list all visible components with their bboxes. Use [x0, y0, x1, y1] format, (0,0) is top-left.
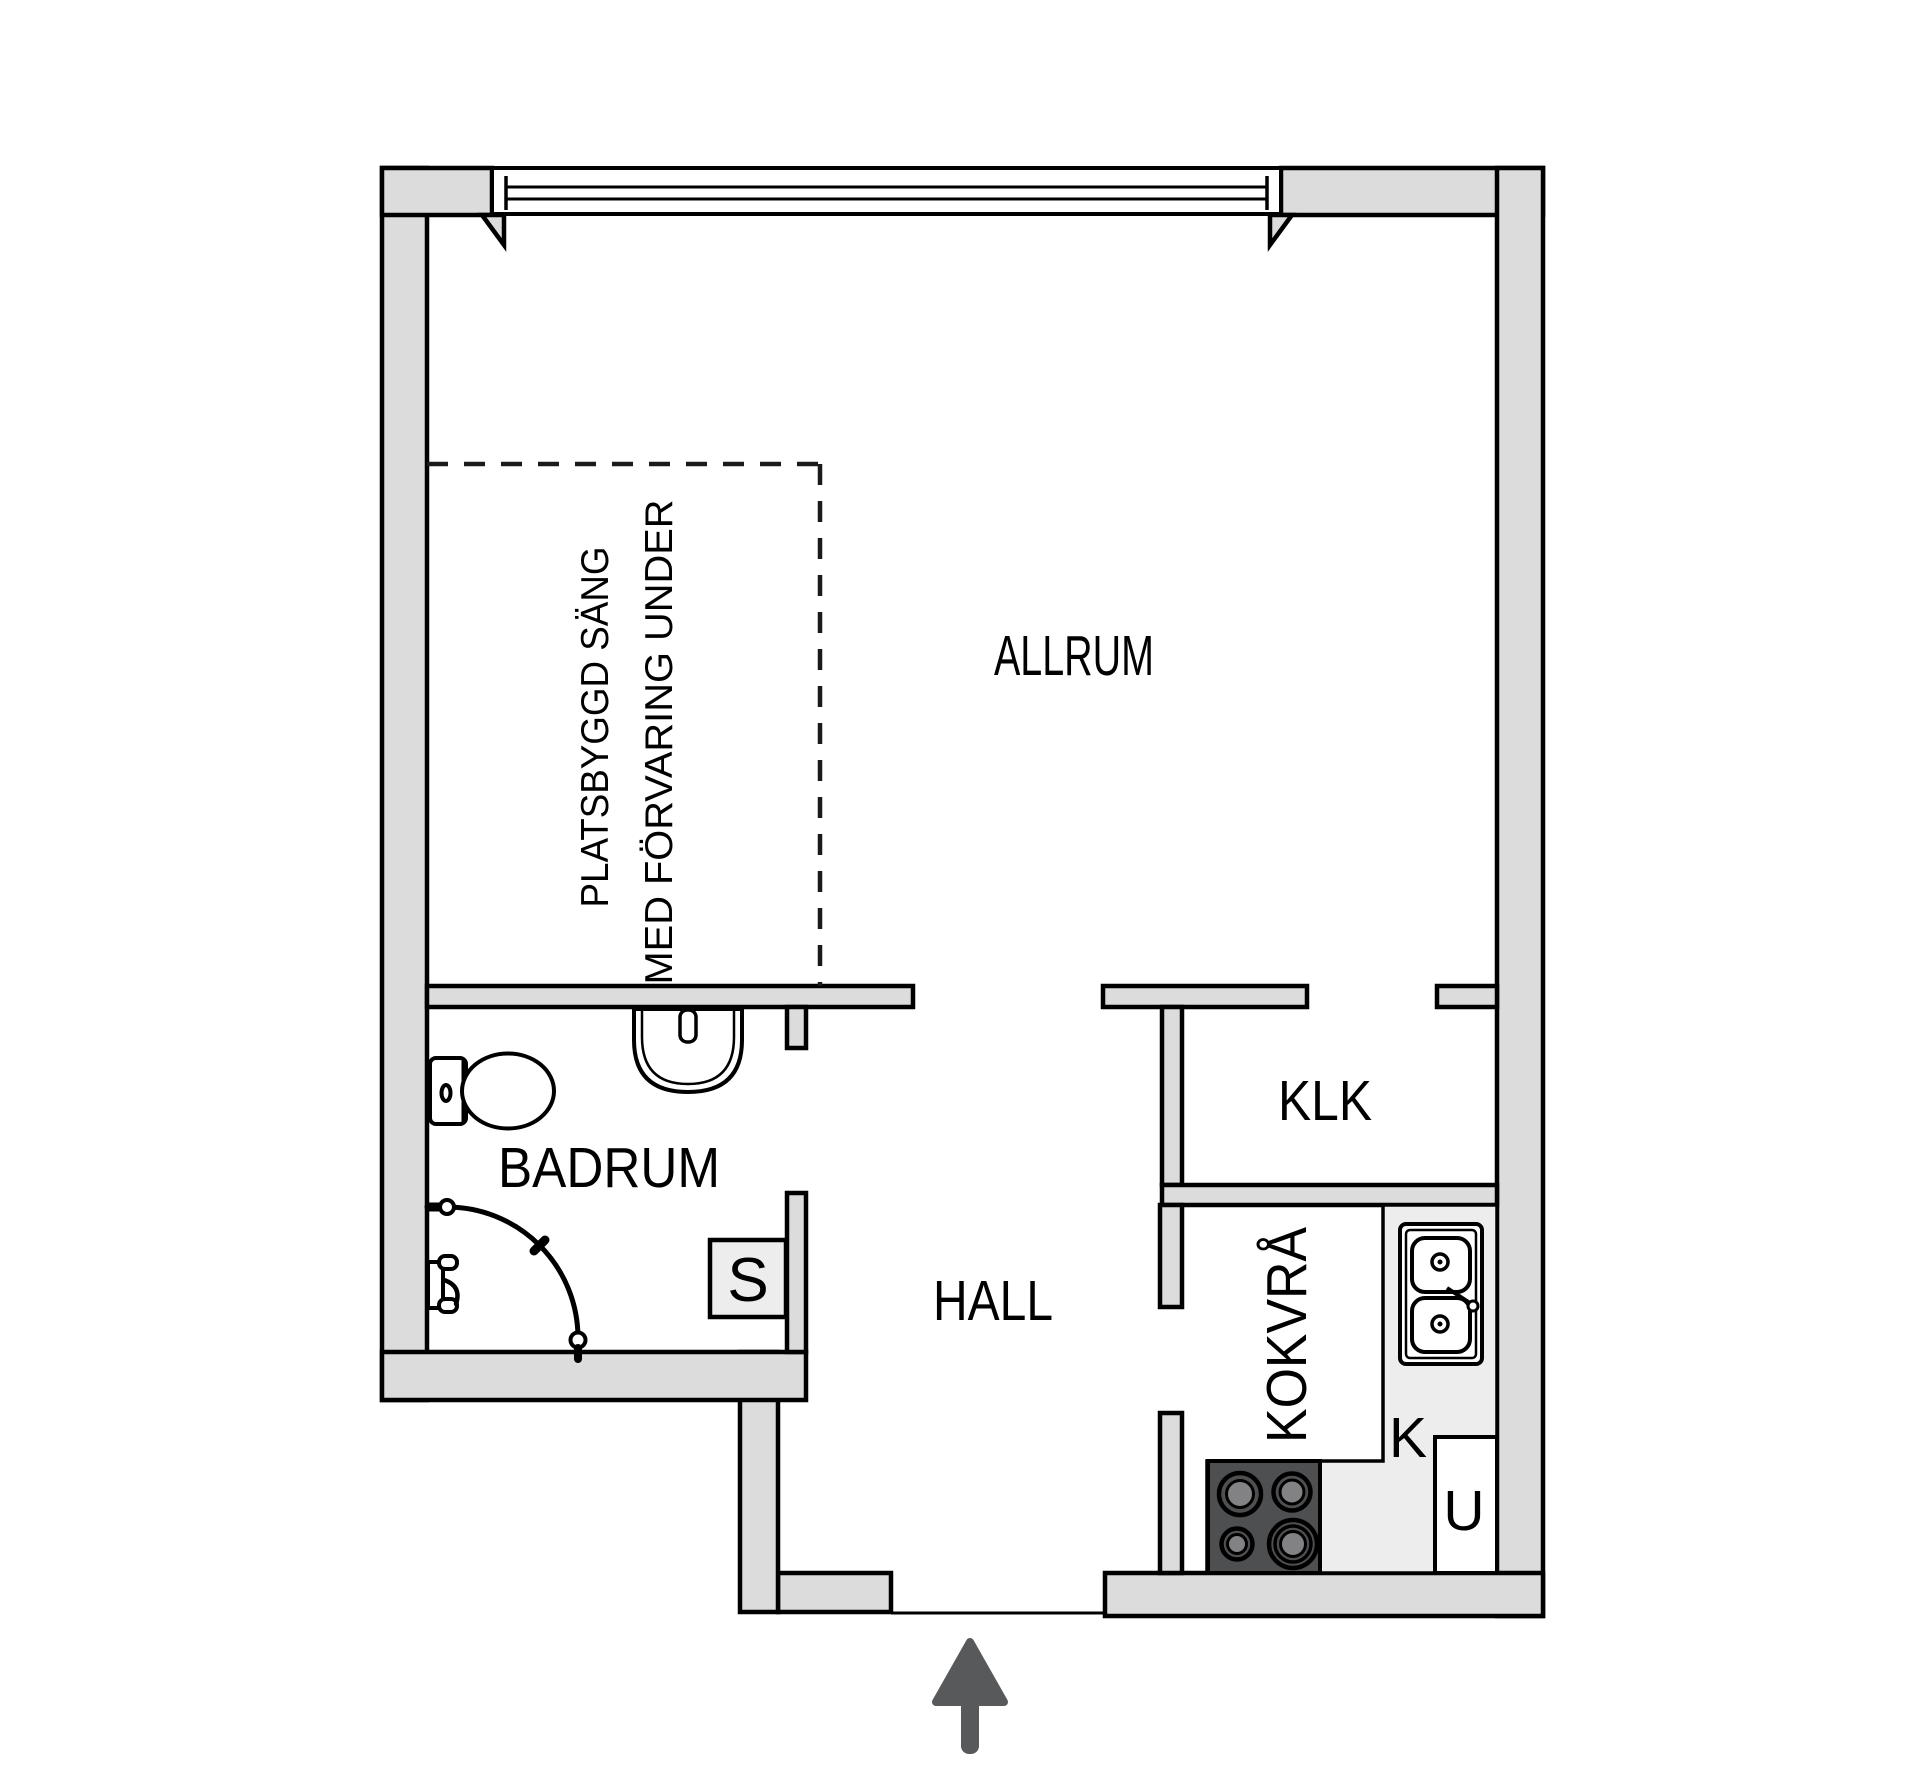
fridge-label: K: [1389, 1406, 1427, 1470]
wall-klk-south: [1159, 1182, 1500, 1208]
wall-east-outer: [1494, 165, 1546, 1619]
wall-bathroom-east-stub: [784, 1004, 809, 1051]
wall-left-outer: [379, 165, 430, 1403]
room-label-klk: KLK: [1278, 1069, 1372, 1133]
shower-mixer-icon: [426, 1254, 460, 1314]
oven-box: [1433, 1435, 1499, 1575]
entrance-arrow-icon: [932, 1638, 1008, 1754]
wall-bathroom-north: [424, 983, 916, 1010]
shaft-label: S: [727, 1246, 768, 1315]
wall-allrum-south: [1100, 983, 1310, 1010]
kitchen-sink-icon: [1398, 1222, 1484, 1366]
wall-kitchen-west-lower: [1157, 1410, 1185, 1576]
stove-icon: [1206, 1459, 1322, 1575]
wall-bathroom-south: [379, 1349, 809, 1403]
wall-kitchen-west-upper: [1157, 1202, 1185, 1310]
bed-annotation-line1: PLATSBYGGD SÄNG: [574, 547, 617, 908]
wall-entry-step: [775, 1570, 894, 1615]
shaft-box: [707, 1237, 789, 1320]
bed-annotation-line2: MED FÖRVARING UNDER: [638, 500, 681, 985]
shower-icon: [424, 1198, 588, 1363]
window-frame: [490, 166, 1283, 216]
toilet-icon: [428, 1051, 556, 1131]
room-label-allrum: ALLRUM: [994, 624, 1154, 688]
room-label-kokvra: KOKVRÅ: [1255, 1227, 1319, 1443]
washbasin-icon: [632, 1007, 744, 1095]
wall-klk-west: [1159, 1004, 1185, 1188]
wall-bathroom-east: [784, 1190, 809, 1355]
wall-south-kitchen: [1102, 1570, 1546, 1619]
outer-walls: [379, 165, 1546, 1619]
built-in-bed-outline: [427, 461, 823, 986]
oven-label: U: [1443, 1479, 1484, 1543]
room-label-badrum: BADRUM: [498, 1136, 720, 1200]
room-label-hall: HALL: [933, 1269, 1053, 1333]
wall-klk-north-stub: [1434, 983, 1500, 1010]
wall-top-left: [379, 165, 495, 218]
window-icon: [490, 166, 1283, 216]
